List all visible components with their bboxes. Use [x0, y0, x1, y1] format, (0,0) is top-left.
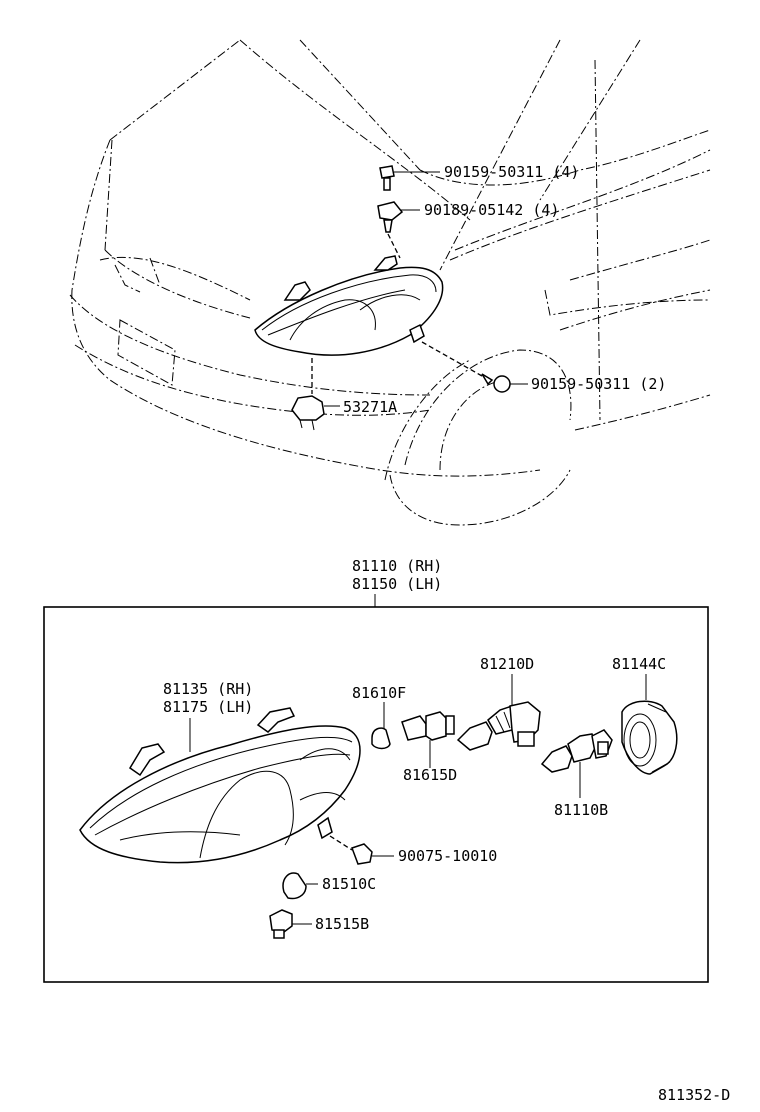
label-assy-rh: 81110 (RH)	[352, 557, 442, 575]
main-bulb-icon	[456, 701, 541, 751]
bolt-upper-icon	[379, 165, 440, 191]
label-bulb-small: 81610F	[352, 684, 406, 702]
label-side-bulb: 81510C	[322, 875, 376, 893]
label-clip-upper: 90189-05142 (4)	[424, 201, 559, 219]
label-bolt-side: 90159-50311 (2)	[531, 375, 666, 393]
label-socket: 81615D	[403, 766, 457, 784]
label-bulb-main: 81210D	[480, 655, 534, 673]
car-body-outline	[69, 39, 711, 526]
label-unit-lh: 81175 (LH)	[163, 698, 253, 716]
label-side-socket: 81515B	[315, 915, 369, 933]
side-bulb-icon	[282, 872, 307, 900]
bracket-icon	[291, 395, 340, 431]
diagram-code: 811352-D	[658, 1086, 730, 1104]
label-assy-lh: 81150 (LH)	[352, 575, 442, 593]
nut-icon	[351, 843, 373, 865]
label-bracket: 53271A	[343, 398, 397, 416]
side-socket-icon	[269, 909, 293, 939]
label-nut: 90075-10010	[398, 847, 497, 865]
headlamp-unit	[79, 707, 361, 864]
assembly-box	[43, 606, 709, 983]
small-bulb-icon	[371, 727, 391, 750]
bolt-side-icon	[481, 373, 528, 393]
clip-upper-icon	[377, 201, 420, 233]
headlamp-installed	[254, 255, 444, 356]
fastener-leader	[387, 233, 401, 259]
label-cover: 81144C	[612, 655, 666, 673]
nut-leader-dashed	[329, 835, 353, 851]
label-bolt-upper: 90159-50311 (4)	[444, 163, 579, 181]
label-unit-rh: 81135 (RH)	[163, 680, 253, 698]
label-bulb-second: 81110B	[554, 801, 608, 819]
second-bulb-icon	[540, 729, 613, 773]
cover-icon	[621, 700, 678, 775]
socket-icon	[401, 711, 455, 741]
side-bolt-leader	[421, 341, 483, 377]
